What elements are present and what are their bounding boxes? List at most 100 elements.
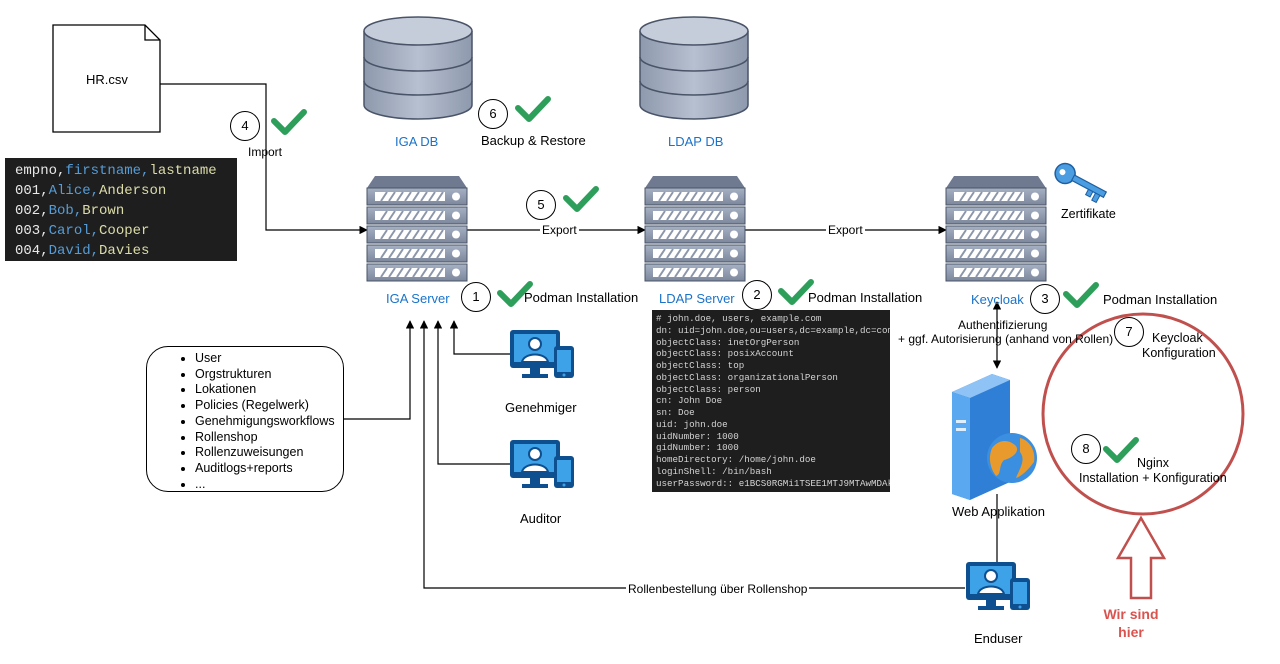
csv-cell: 004, (15, 243, 49, 259)
csv-cell: 003, (15, 223, 49, 239)
csv-line: 001,Alice,Anderson (15, 181, 237, 201)
hr-file-label: HR.csv (86, 72, 128, 87)
csv-cell: Brown (82, 203, 125, 219)
feature-item: User (195, 351, 343, 367)
ldif-line: userPassword:: e1BCS0RGMi1TSEE1MTJ9MTAwM… (656, 477, 890, 489)
csv-line: empno,firstname,lastname (15, 161, 237, 181)
zertifikate-label: Zertifikate (1061, 207, 1116, 221)
export-label-1: Export (540, 223, 579, 237)
ldif-line: loginShell: /bin/bash (656, 465, 772, 477)
step-4-badge: 4 (230, 111, 260, 141)
feature-item: Auditlogs+reports (195, 461, 343, 477)
csv-cell: Cooper (99, 223, 150, 239)
iga-db-label: IGA DB (395, 134, 439, 149)
backup-label: Backup & Restore (481, 133, 586, 148)
check-icon-5 (563, 186, 599, 212)
iga-features-list: UserOrgstrukturenLokationenPolicies (Reg… (147, 351, 343, 492)
csv-cell: 002, (15, 203, 49, 219)
ldif-line: objectClass: posixAccount (656, 348, 794, 360)
iga-db-icon (363, 16, 473, 120)
csv-cell: Anderson (99, 183, 167, 199)
nginx-label-1: Nginx (1137, 456, 1169, 470)
hr-file-icon (52, 24, 161, 133)
ldif-line: sn: Doe (656, 407, 695, 418)
feature-item: ... (195, 477, 343, 493)
ldif-line: uid: john.doe (656, 418, 728, 430)
export-label-2: Export (826, 223, 865, 237)
podman-label-2: Podman Installation (808, 290, 923, 305)
csv-cell: David, (48, 243, 100, 259)
ldif-line: objectClass: inetOrgPerson (656, 336, 800, 348)
wir-sind-hier-line-2: hier (1118, 624, 1144, 640)
check-icon-8 (1103, 437, 1139, 463)
iga-server-label: IGA Server (386, 291, 450, 306)
auditor-connector (433, 320, 512, 465)
wir-sind-hier-label: Wir sind hier (1094, 605, 1168, 641)
ldif-line: # john.doe, users, example.com (656, 313, 822, 324)
ldif-line: dn: uid=john.doe,ou=users,dc=example,dc=… (656, 324, 890, 336)
ldap-db-icon (639, 16, 749, 120)
enduser-label: Enduser (974, 631, 1023, 646)
key-icon (1054, 162, 1108, 204)
keycloak-config-label-1: Keycloak (1152, 331, 1203, 345)
csv-cell: Alice, (48, 183, 100, 199)
keycloak-label: Keycloak (971, 292, 1024, 307)
ldif-line: gidNumber: 1000 (656, 442, 739, 454)
ldap-db-label: LDAP DB (668, 134, 724, 149)
wir-sind-hier-line-1: Wir sind (1103, 606, 1159, 622)
ldap-server-label: LDAP Server (659, 291, 735, 306)
iga-server-icon (366, 175, 468, 282)
import-label: Import (248, 145, 283, 159)
step-8-badge: 8 (1071, 434, 1101, 464)
ldap-server-icon (644, 175, 746, 282)
csv-line: 003,Carol,Cooper (15, 221, 237, 241)
enduser-icon (965, 561, 1031, 611)
ldif-line: objectClass: person (656, 383, 761, 395)
auditor-icon (509, 439, 575, 489)
check-icon-4 (271, 109, 307, 135)
csv-cell: firstname, (65, 163, 150, 179)
step-2-badge: 2 (742, 280, 772, 310)
web-application-label: Web Applikation (952, 504, 1045, 519)
feature-item: Rollenshop (195, 430, 343, 446)
csv-cell: Bob, (48, 203, 83, 219)
feature-item: Rollenzuweisungen (195, 445, 343, 461)
import-connector (160, 83, 368, 235)
genehmiger-icon (509, 329, 575, 379)
csv-cell: Davies (99, 243, 150, 259)
highlight-arrow-icon (1115, 515, 1167, 600)
csv-cell: 001, (15, 183, 49, 199)
step-3-badge: 3 (1030, 284, 1060, 314)
check-icon-3 (1063, 282, 1099, 308)
csv-line: 004,David,Davies (15, 241, 237, 261)
keycloak-server-icon (945, 175, 1047, 282)
csv-line: 002,Bob,Brown (15, 201, 237, 221)
check-icon-1 (497, 281, 533, 307)
step-1-badge: 1 (461, 282, 491, 312)
feature-item: Policies (Regelwerk) (195, 398, 343, 414)
feature-item: Genehmigungsworkflows (195, 414, 343, 430)
podman-label-3: Podman Installation (1103, 292, 1218, 307)
ldif-line: uidNumber: 1000 (656, 430, 739, 442)
feature-item: Orgstrukturen (195, 367, 343, 383)
genehmiger-label: Genehmiger (505, 400, 577, 415)
iga-features-box: UserOrgstrukturenLokationenPolicies (Reg… (146, 346, 344, 492)
highlight-circle (1041, 312, 1245, 516)
auth-label-1: Authentifizierung (958, 318, 1048, 332)
web-application-icon (952, 374, 1037, 500)
step-7-badge: 7 (1114, 317, 1144, 347)
feature-item: Lokationen (195, 382, 343, 398)
ldif-line: homeDirectory: /home/john.doe (656, 454, 816, 465)
csv-cell: empno, (15, 163, 66, 179)
rollenbestellung-label: Rollenbestellung über Rollenshop (626, 582, 810, 596)
check-icon-6 (515, 96, 551, 122)
csv-cell: lastname (149, 163, 217, 179)
keycloak-config-label-2: Konfiguration (1142, 346, 1216, 360)
csv-cell: Carol, (48, 223, 100, 239)
podman-label-1: Podman Installation (524, 290, 639, 305)
step-5-badge: 5 (526, 190, 556, 220)
nginx-label-2: Installation + Konfiguration (1079, 471, 1227, 485)
